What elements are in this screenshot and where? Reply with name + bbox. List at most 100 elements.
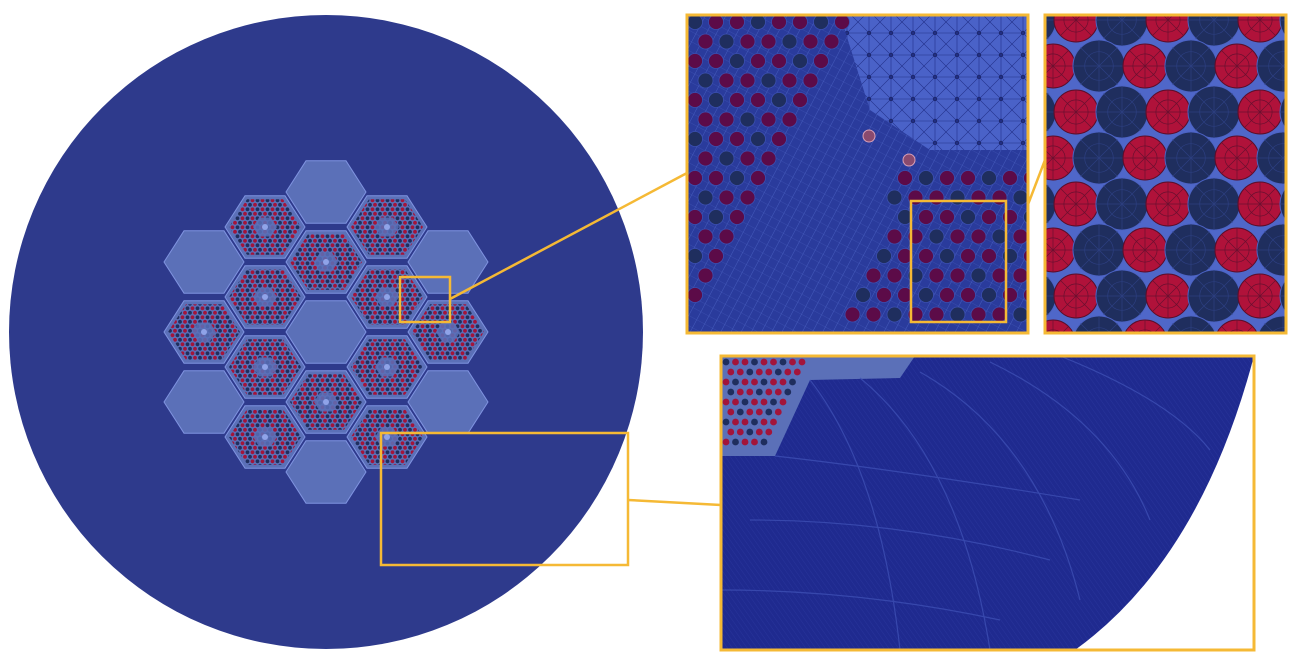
fuel-pin [897, 170, 913, 186]
fuel-pin [729, 131, 745, 147]
gap-pin-marker-1 [862, 129, 876, 143]
coolant-channel [1072, 223, 1126, 277]
fuel-pin [770, 358, 777, 366]
fuel-pin-cell [1053, 15, 1099, 43]
fuel-pin [834, 15, 850, 30]
fuel-pin [771, 15, 787, 30]
fuel-pin [970, 189, 987, 206]
fuel-pin-cell [1045, 319, 1074, 333]
fuel-pin-cell [1145, 181, 1191, 227]
fuel-pin [755, 408, 763, 416]
fuel-pin [750, 131, 766, 147]
coolant-channel [1072, 39, 1126, 93]
fuel-pin [886, 189, 903, 206]
fuel-pin [746, 368, 754, 376]
fuel-pin [960, 209, 976, 225]
fuel-pin [750, 92, 766, 108]
fuel-pin [708, 131, 724, 147]
fuel-pin [697, 150, 714, 167]
coolant-channel [1095, 177, 1149, 231]
fuel-pin [751, 418, 758, 426]
reflector-assembly [285, 160, 367, 224]
fuel-pin [718, 111, 735, 128]
fuel-pin [718, 72, 735, 89]
fuel-pin [722, 358, 730, 366]
zoom-panel-assembly-gap [687, 15, 1028, 333]
fuel-pin-cell [1122, 135, 1168, 181]
fuel-assembly [346, 265, 428, 329]
zoom-highlight-inner [909, 199, 1008, 324]
fuel-pin [876, 287, 892, 303]
fuel-pin [729, 92, 745, 108]
coolant-channel [1095, 15, 1149, 47]
fuel-pin-cell [1237, 273, 1283, 319]
fuel-pin [771, 92, 787, 108]
coolant-channel [1187, 177, 1241, 231]
fuel-pin [765, 368, 773, 376]
fuel-pin [732, 378, 739, 386]
fuel-pin [751, 378, 758, 386]
fuel-pin [741, 438, 749, 446]
fuel-pin-cell [1053, 273, 1099, 319]
fuel-pin [736, 408, 744, 416]
fuel-pin [727, 408, 735, 416]
fuel-pin-cell [1214, 227, 1260, 273]
reflector-assembly [163, 370, 245, 434]
fuel-pin-cell [1237, 89, 1283, 135]
fuel-pin [813, 53, 829, 69]
fuel-pin [770, 418, 777, 426]
fuel-pin [813, 15, 829, 30]
coolant-channel [1187, 15, 1241, 47]
fuel-assembly [346, 335, 428, 399]
fuel-pin [697, 228, 714, 245]
fuel-pin [741, 398, 749, 406]
fuel-pin-cell [1122, 227, 1168, 273]
fuel-pin [760, 150, 777, 167]
fuel-pin-cell [1145, 15, 1191, 43]
fuel-pin [687, 170, 703, 186]
fuel-pin [736, 428, 744, 436]
coolant-channel [1256, 39, 1286, 93]
fuel-pin [1012, 189, 1028, 206]
fuel-pin [739, 33, 756, 50]
fuel-pin [823, 33, 840, 50]
fuel-assembly [224, 195, 306, 259]
fuel-pin [750, 15, 766, 30]
fuel-pin [784, 388, 792, 396]
fuel-pin [960, 248, 976, 264]
fuel-pin [708, 170, 724, 186]
fuel-pin [1002, 170, 1018, 186]
fuel-pin [729, 209, 745, 225]
fuel-pin [771, 131, 787, 147]
fuel-pin [722, 398, 730, 406]
coolant-channel [1166, 315, 1216, 333]
fuel-pin [981, 287, 997, 303]
fuel-pin [722, 418, 730, 426]
fuel-pin [736, 388, 744, 396]
fuel-pin [687, 15, 703, 30]
coolant-channel [1187, 269, 1241, 323]
fuel-pin-cell [1214, 43, 1260, 89]
fuel-pin [1012, 228, 1028, 245]
assembly-lattice [163, 160, 489, 504]
fuel-pin [789, 358, 796, 366]
fuel-pin [718, 150, 735, 167]
fuel-pin [722, 378, 730, 386]
fuel-pin [741, 378, 749, 386]
coolant-channel [1256, 223, 1286, 277]
fuel-pin-cell [1053, 181, 1099, 227]
fuel-pin [732, 418, 739, 426]
fuel-pin [897, 209, 913, 225]
fuel-pin [779, 398, 787, 406]
zoom-panel-3-frame [719, 354, 1256, 652]
fuel-pin [981, 248, 997, 264]
gap-pin-marker-2 [902, 153, 916, 167]
fuel-pin [727, 368, 735, 376]
detailed-pin-cells [1045, 15, 1286, 333]
coolant-channel [1072, 131, 1126, 185]
fuel-pin [781, 111, 798, 128]
fuel-pin [970, 306, 987, 323]
fuel-pin [760, 72, 777, 89]
fuel-pin [789, 378, 796, 386]
